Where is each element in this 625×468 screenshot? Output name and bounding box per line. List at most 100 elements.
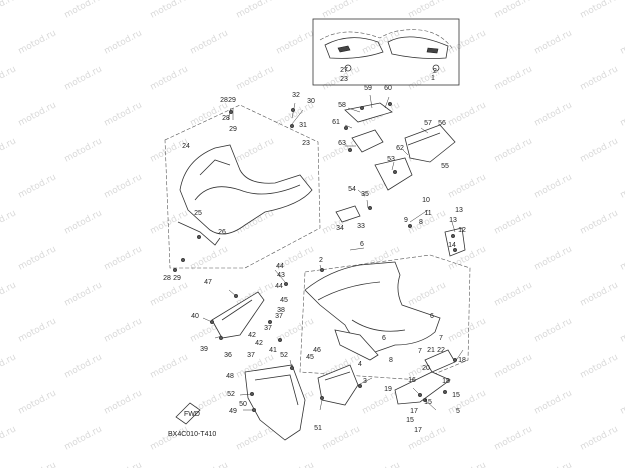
watermark-text: motod.ru [579,424,620,452]
watermark-text: motod.ru [493,0,534,21]
bolt-icon [357,383,363,389]
callout-33: 33 [357,223,365,230]
callout-56: 56 [438,120,446,127]
bolt-icon [290,107,296,113]
bolt-icon [450,233,456,239]
callout-12: 12 [458,227,466,234]
watermark-text: motod.ru [149,64,190,92]
callout-27: 27 [340,67,348,74]
callout-62: 62 [396,145,404,152]
stay-small [335,205,466,257]
callout-43: 43 [277,272,285,279]
watermark-text: motod.ru [17,28,58,56]
watermark-text: motod.ru [63,0,104,21]
bolt-icon [267,319,273,325]
bolt-icon [343,125,349,131]
bracket-assembly-top [344,102,456,191]
watermark-text: motod.ru [493,424,534,452]
callout-10: 10 [422,197,430,204]
callout-22: 22 [437,347,445,354]
callout-6: 6 [360,241,364,248]
watermark-text: motod.ru [407,64,448,92]
watermark-text: motod.ru [447,172,488,200]
bolt-icon [277,337,283,343]
callout-35: 35 [361,191,369,198]
watermark-text: motod.ru [63,352,104,380]
callout-50: 50 [239,401,247,408]
callout-13: 13 [449,217,457,224]
callout-41: 41 [269,347,277,354]
watermark-text: motod.ru [0,424,18,452]
callout-18: 18 [458,357,466,364]
watermark-text: motod.ru [235,64,276,92]
watermark-text: motod.ru [533,244,574,272]
watermark-text: motod.ru [493,64,534,92]
watermark-text: motod.ru [407,280,448,308]
watermark-text: motod.ru [619,388,625,416]
callout-54: 54 [348,186,356,193]
watermark-text: motod.ru [17,172,58,200]
callout-21: 21 [427,347,435,354]
callout-47: 47 [204,279,212,286]
watermark-text: motod.ru [407,0,448,21]
callout-29: 29 [228,97,236,104]
callout-39: 39 [200,346,208,353]
watermark-text: motod.ru [103,460,144,468]
callout-2: 2 [319,257,323,264]
watermark-text: motod.ru [533,28,574,56]
callout-52: 52 [280,352,288,359]
callout-6: 6 [382,335,386,342]
callout-37: 37 [264,325,272,332]
watermark-text: motod.ru [63,64,104,92]
callout-15: 15 [452,392,460,399]
callout-49: 49 [229,408,237,415]
callout-38: 38 [277,307,285,314]
callout-37: 37 [275,313,283,320]
watermark-text: motod.ru [275,460,316,468]
left-assembly-frame [164,104,321,269]
bolt-icon [319,395,325,401]
callout-45: 45 [306,354,314,361]
watermark-text: motod.ru [149,136,190,164]
watermark-text: motod.ru [533,172,574,200]
watermark-text: motod.ru [189,460,230,468]
watermark-text: motod.ru [493,208,534,236]
callout-42: 42 [255,340,263,347]
callout-32: 32 [292,92,300,99]
lower-side-cover [244,364,306,441]
callout-8: 8 [389,357,393,364]
watermark-text: motod.ru [407,424,448,452]
callout-30: 30 [307,98,315,105]
bolt-icon [452,357,458,363]
watermark-text: motod.ru [17,244,58,272]
watermark-text: motod.ru [447,100,488,128]
watermark-text: motod.ru [17,460,58,468]
inner-panel-left [211,291,265,339]
bolt-icon [417,392,423,398]
callout-28: 28 [220,97,228,104]
callout-3: 3 [363,378,367,385]
watermark-text: motod.ru [103,388,144,416]
bolt-icon [228,109,234,115]
bolt-icon [218,335,224,341]
callout-55: 55 [441,163,449,170]
watermark-text: motod.ru [619,244,625,272]
watermark-text: motod.ru [103,316,144,344]
watermark-text: motod.ru [533,460,574,468]
callout-4: 4 [358,361,362,368]
right-assembly-frame [299,254,471,381]
lower-bracket-right [394,349,456,405]
callout-28: 28 [222,115,230,122]
callout-17: 17 [414,427,422,434]
bolt-icon [387,101,393,107]
watermark-text: motod.ru [619,316,625,344]
watermark-text: motod.ru [533,316,574,344]
watermark-text: motod.ru [103,100,144,128]
callout-44: 44 [275,283,283,290]
watermark-text: motod.ru [0,208,18,236]
callout-14: 14 [448,242,456,249]
bolt-icon [233,293,239,299]
callout-29: 29 [173,275,181,282]
callout-17: 17 [410,408,418,415]
